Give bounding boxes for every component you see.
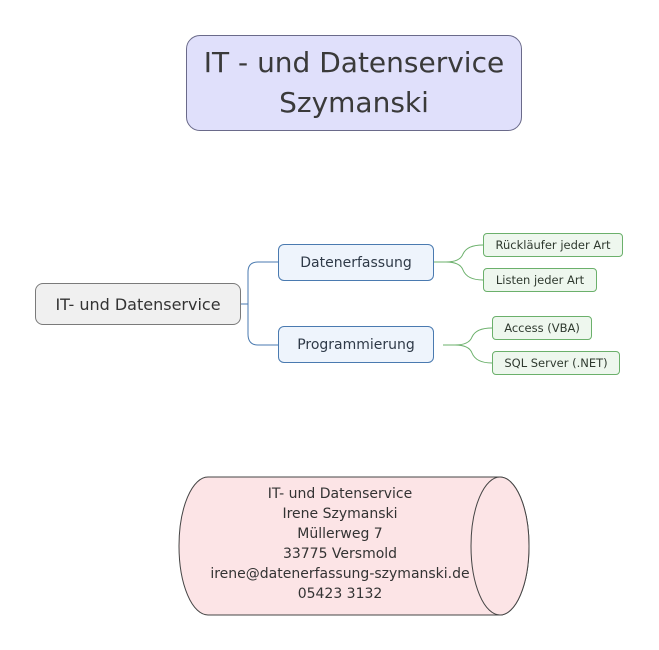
leaf-sql-server: SQL Server (.NET) [492, 351, 620, 375]
leaf-label: Access (VBA) [504, 321, 580, 335]
contact-info: IT- und Datenservice Irene Szymanski Mül… [190, 484, 490, 604]
leaf-label: Rückläufer jeder Art [495, 238, 611, 252]
contact-phone: 05423 3132 [297, 586, 383, 602]
leaf-access: Access (VBA) [492, 316, 592, 340]
contact-cylinder [178, 476, 530, 616]
contact-email: irene@datenerfassung-szymanski.de [210, 566, 470, 582]
contact-city: 33775 Versmold [282, 546, 398, 562]
connector-programmierung-access [443, 327, 493, 346]
connector-root-datenerfassung [241, 261, 278, 305]
title-line-2: Szymanski [279, 86, 429, 119]
leaf-listen: Listen jeder Art [483, 268, 597, 292]
contact-name: Irene Szymanski [282, 506, 398, 522]
branch-datenerfassung: Datenerfassung [278, 244, 434, 281]
connector-datenerfassung-listen [445, 261, 484, 281]
leaf-label: Listen jeder Art [495, 273, 585, 287]
contact-company: IT- und Datenservice [267, 486, 413, 502]
branch-label: Datenerfassung [300, 254, 412, 271]
mindmap-root: IT- und Datenservice [35, 283, 241, 325]
leaf-rueckläufer: Rückläufer jeder Art [483, 233, 623, 257]
title-line-1: IT - und Datenservice [203, 46, 505, 79]
connector-datenerfassung-rueck [434, 244, 484, 263]
branch-label: Programmierung [297, 336, 415, 353]
root-label: IT- und Datenservice [55, 294, 221, 314]
connector-root-programmierung [247, 304, 278, 346]
branch-programmierung: Programmierung [278, 326, 434, 363]
leaf-label: SQL Server (.NET) [504, 356, 608, 370]
contact-street: Müllerweg 7 [297, 526, 383, 542]
connector-programmierung-sql [454, 344, 493, 364]
title-box: IT - und Datenservice Szymanski [186, 35, 522, 131]
